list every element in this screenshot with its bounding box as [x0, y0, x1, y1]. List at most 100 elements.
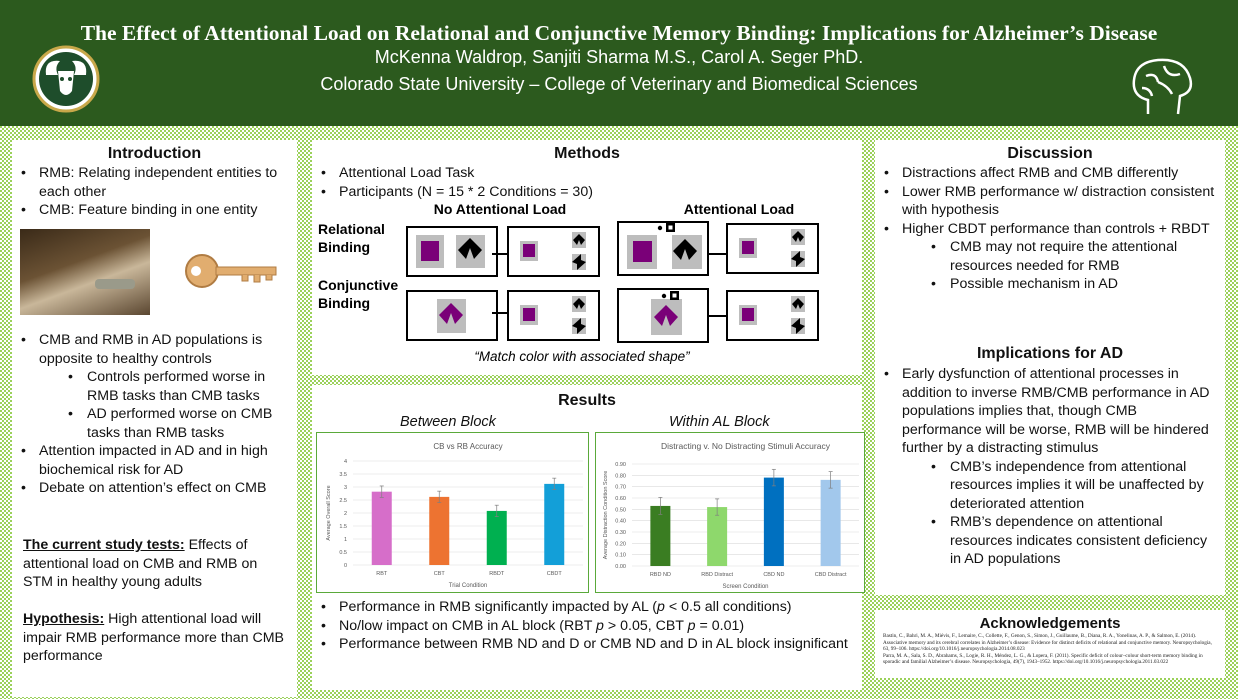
current-study-label: The current study tests: — [23, 537, 185, 553]
bullet-item: Attention impacted in AD and in high bio… — [12, 442, 291, 479]
reference: Parra, M. A., Sala, S. D., Abrahams, S.,… — [883, 652, 1203, 666]
y-tick-label: 0.50 — [615, 507, 626, 513]
bullet-item: Debate on attention’s effect on CMB — [12, 479, 291, 498]
results-bullet: Performance in RMB significantly impacte… — [312, 598, 849, 617]
bullet-item: CMB may not require the attentional reso… — [875, 238, 1217, 275]
chart-title: CB vs RB Accuracy — [433, 442, 502, 451]
between-block-label: Between Block — [400, 414, 496, 430]
y-tick-label: 0.00 — [615, 564, 626, 570]
y-tick-label: 0.60 — [615, 496, 626, 502]
bar-cbd-distract — [820, 479, 841, 566]
bullet-item: AD performed worse on CMB tasks than RMB… — [12, 405, 291, 442]
bullet-item: Distractions affect RMB and CMB differen… — [875, 164, 1217, 183]
current-study-text: The current study tests: Effects of atte… — [23, 536, 291, 592]
bullet-item: RMB’s dependence on attentional resource… — [875, 513, 1211, 569]
implications-heading: Implications for AD — [976, 345, 1124, 362]
task-diagram: No Attentional Load Attentional Load Rel… — [318, 201, 862, 364]
reference: Bastin, C., Bahri, M. A., Miévis, F., Le… — [883, 633, 1212, 652]
chart-within-block: Distracting v. No Distracting Stimuli Ac… — [595, 432, 865, 593]
x-axis-label: Screen Condition — [722, 584, 768, 590]
hypothesis-label: Hypothesis: — [23, 611, 105, 627]
methods-bullet: Participants (N = 15 * 2 Conditions = 30… — [312, 183, 862, 202]
bullet-item: Lower RMB performance w/ distraction con… — [875, 183, 1217, 220]
y-tick-label: 0.70 — [615, 485, 626, 491]
bar-rbd-distract — [707, 507, 728, 566]
discussion-heading: Discussion — [1007, 145, 1093, 162]
bar-rbdt — [486, 510, 507, 565]
task-caption: “Match color with associated shape” — [474, 349, 690, 364]
relational-study-screen — [406, 226, 498, 277]
affiliation: Colorado State University – College of V… — [320, 74, 918, 94]
bullet-item: Possible mechanism in AD — [875, 275, 1217, 294]
x-tick-label: RBD Distract — [701, 572, 733, 578]
y-tick-label: 0 — [344, 563, 347, 569]
y-tick-label: 0.80 — [615, 473, 626, 479]
load-label: Attentional Load — [684, 201, 794, 217]
bar-rbt — [371, 491, 392, 565]
y-tick-label: 0.10 — [615, 553, 626, 559]
y-tick-label: 2.5 — [339, 498, 347, 504]
intro-bullet: CMB: Feature binding in one entity — [12, 201, 291, 220]
relational-label-2: Binding — [318, 239, 370, 255]
x-tick-label: CBD Distract — [815, 572, 847, 578]
results-bullet: Performance between RMB ND and D or CMB … — [312, 635, 849, 654]
y-tick-label: 0.5 — [339, 550, 347, 556]
methods-bullet: Attentional Load Task — [312, 164, 862, 183]
discussion-panel: Discussion Distractions affect RMB and C… — [875, 140, 1225, 595]
x-tick-label: CBD ND — [763, 572, 784, 578]
intro-bullet: RMB: Relating independent entities to ea… — [12, 164, 291, 201]
bullet-item: Early dysfunction of attentional process… — [875, 365, 1211, 458]
key-icon — [185, 254, 277, 288]
x-tick-label: CBDT — [547, 571, 563, 577]
x-tick-label: RBD ND — [650, 572, 671, 578]
y-tick-label: 0.20 — [615, 541, 626, 547]
hypothesis-text: Hypothesis: High attentional load will i… — [23, 610, 291, 666]
y-tick-label: 0.30 — [615, 530, 626, 536]
poster-header: The Effect of Attentional Load on Relati… — [0, 0, 1238, 126]
bullet-item: CMB and RMB in AD populations is opposit… — [12, 331, 291, 368]
poster-title: The Effect of Attentional Load on Relati… — [80, 21, 1158, 45]
conjunctive-load-study-screen — [617, 288, 709, 343]
bar-cbt — [429, 496, 450, 565]
hypothesis-body: High attentional load will impair RMB pe… — [23, 611, 284, 664]
relational-test-screen — [508, 227, 599, 276]
bullet-item: Controls performed worse in RMB tasks th… — [12, 368, 291, 405]
y-tick-label: 0.40 — [615, 519, 626, 525]
introduction-panel: Introduction RMB: Relating independent e… — [12, 140, 297, 697]
desk-keys-photo — [20, 229, 150, 315]
acknowledgements-heading: Acknowledgements — [979, 615, 1121, 632]
bar-cbd-nd — [763, 477, 784, 566]
x-tick-label: RBT — [376, 571, 388, 577]
results-heading: Results — [558, 392, 616, 409]
within-block-label: Within AL Block — [669, 414, 770, 430]
x-tick-label: RBDT — [489, 571, 505, 577]
y-tick-label: 4 — [344, 459, 347, 465]
authors: McKenna Waldrop, Sanjiti Sharma M.S., Ca… — [374, 47, 864, 67]
relational-label: Relational — [318, 221, 385, 237]
acknowledgements-panel: Acknowledgements Bastin, C., Bahri, M. A… — [875, 610, 1225, 678]
chart-title: Distracting v. No Distracting Stimuli Ac… — [661, 441, 831, 451]
methods-panel: Methods Attentional Load Task Participan… — [312, 140, 862, 375]
current-study-body: Effects of attentional load on CMB and R… — [23, 537, 258, 590]
bullet-item: CMB’s independence from attentional reso… — [875, 458, 1211, 514]
y-tick-label: 1.5 — [339, 524, 347, 530]
y-axis-label: Average Overall Score — [326, 485, 332, 540]
y-axis-label: Average Distraction Condition Score — [603, 471, 609, 560]
bullet-item: Higher CBDT performance than controls + … — [875, 220, 1217, 239]
conjunctive-label-2: Binding — [318, 295, 370, 311]
y-tick-label: 2 — [344, 511, 347, 517]
conjunctive-load-test-screen — [727, 291, 818, 340]
no-load-label: No Attentional Load — [434, 201, 566, 217]
brain-icon — [1132, 58, 1193, 115]
x-tick-label: CBT — [434, 571, 446, 577]
conjunctive-study-screen — [406, 290, 498, 341]
x-axis-label: Trial Condition — [449, 583, 487, 589]
relational-load-test-screen — [727, 224, 818, 273]
bar-cbdt — [544, 483, 565, 565]
methods-heading: Methods — [554, 145, 620, 162]
results-bullet: No/low impact on CMB in AL block (RBT p … — [312, 617, 849, 636]
y-tick-label: 1 — [344, 537, 347, 543]
conjunctive-label: Conjunctive — [318, 277, 398, 293]
introduction-heading: Introduction — [107, 145, 202, 162]
